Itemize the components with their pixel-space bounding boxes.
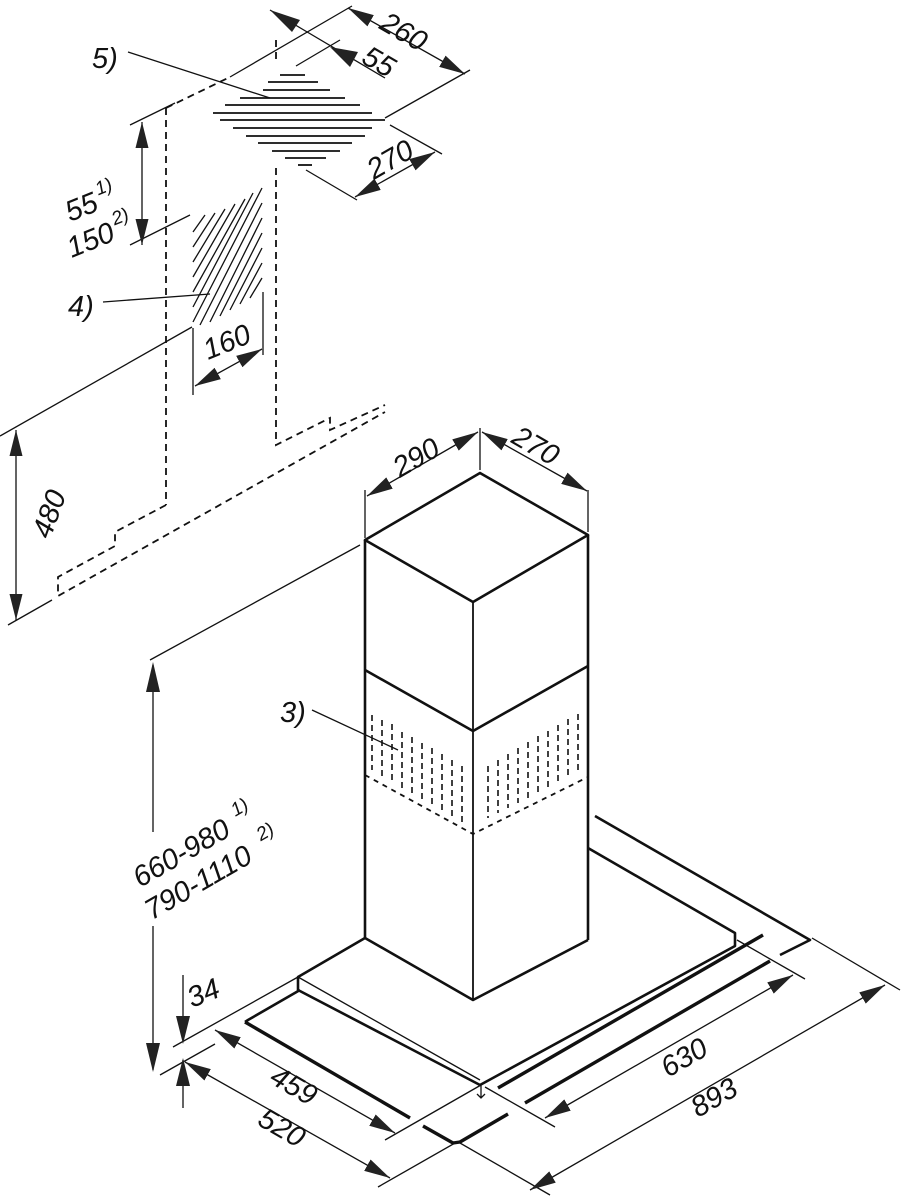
ext-line xyxy=(159,1043,216,1076)
note-1: 1) xyxy=(92,174,116,200)
ext-line xyxy=(377,1142,456,1188)
dim-270-outlet-label: 270 xyxy=(361,134,420,186)
arrow xyxy=(330,47,358,67)
dim-55-150-label: 55 1) 150 2) xyxy=(61,174,132,264)
dim-270-chimney-label: 270 xyxy=(506,420,565,472)
dim-270-outlet-line xyxy=(354,151,436,198)
ext-line xyxy=(384,1084,482,1141)
ext-line xyxy=(149,544,361,661)
callout-3-leader xyxy=(311,709,399,751)
ext-line xyxy=(172,976,299,1048)
note-1: 1) xyxy=(227,795,252,822)
perforation-boundary xyxy=(364,774,589,836)
dim-520-line xyxy=(184,1061,391,1179)
glass-left-corner xyxy=(244,988,301,1024)
dim-290-label: 290 xyxy=(387,432,446,484)
arrow xyxy=(176,1016,190,1044)
dim-630-line xyxy=(544,974,794,1119)
ext-line xyxy=(295,39,341,67)
ext-line xyxy=(384,69,471,119)
dim-260-line xyxy=(347,7,466,75)
dim-34-label: 34 xyxy=(183,973,225,1015)
note-2: 2) xyxy=(252,819,278,846)
dim-270-chimney-line xyxy=(481,431,588,492)
ext-line xyxy=(389,124,443,155)
ext-line xyxy=(129,214,191,246)
chimney-bottom xyxy=(364,936,589,1002)
outlet-hatch xyxy=(213,74,385,166)
ext-line xyxy=(0,326,193,437)
perforations-right xyxy=(487,714,579,818)
dim-55-label: 55 xyxy=(357,40,402,84)
ext-line xyxy=(7,599,53,626)
canopy-back-edge xyxy=(594,814,812,957)
dim-893-label: 893 xyxy=(686,1072,744,1124)
ext-line xyxy=(736,939,806,980)
callout-5: 5) xyxy=(92,43,118,75)
wall-dashed-right xyxy=(275,168,386,447)
callout-5-leader xyxy=(127,51,271,99)
ext-line xyxy=(129,102,176,126)
arrow xyxy=(146,662,160,692)
outlet-area: 260 55 270 5) 55 1) 150 2) 4) 160 xyxy=(0,5,471,626)
canopy-plate-inner xyxy=(297,976,481,1081)
callout-3: 3) xyxy=(280,697,306,729)
glass-right-edge xyxy=(497,933,764,1090)
ext-line xyxy=(305,169,358,201)
note-2: 2) xyxy=(108,204,132,230)
dim-630-label: 630 xyxy=(656,1032,714,1084)
dim-160-label: 160 xyxy=(199,319,256,367)
dim-height-label: 660-980 1) 790-1110 2) xyxy=(128,795,278,927)
floor-dashed xyxy=(57,411,386,598)
dim-893-line xyxy=(529,984,886,1191)
dim-520-label: 520 xyxy=(253,1102,311,1154)
chimney-section-joint xyxy=(364,664,589,733)
arrow xyxy=(270,10,300,32)
ext-line xyxy=(811,937,901,991)
chimney: 3) 290 270 xyxy=(280,420,590,1002)
perforations-left xyxy=(371,715,463,822)
chimney-top-face xyxy=(363,471,590,604)
center-mark xyxy=(476,1085,486,1099)
dim-160-line xyxy=(194,348,263,387)
glass-front-corner xyxy=(422,1112,509,1145)
arrow xyxy=(146,1043,160,1072)
socket-hatch xyxy=(192,187,263,326)
arrow xyxy=(176,1058,190,1086)
callout-4: 4) xyxy=(68,291,94,323)
ext-line xyxy=(229,5,353,78)
callout-4-leader xyxy=(102,293,211,303)
dim-290-line xyxy=(366,431,479,497)
ext-line xyxy=(459,1142,551,1196)
glass-right-edge-2 xyxy=(524,959,771,1105)
canopy: 660-980 1) 790-1110 2) 34 459 520 630 89… xyxy=(128,544,901,1196)
dim-480-label: 480 xyxy=(27,486,74,542)
